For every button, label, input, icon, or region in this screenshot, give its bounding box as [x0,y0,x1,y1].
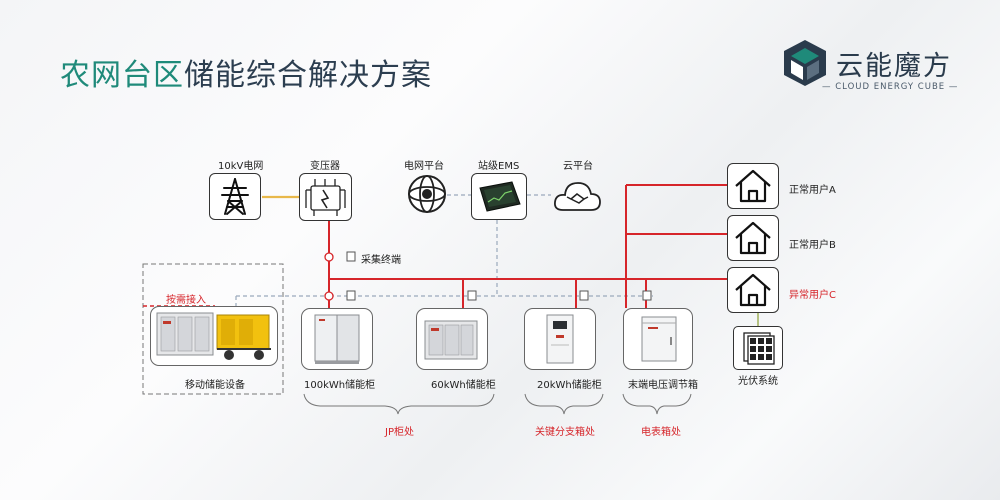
title-part1: 农网台区 [60,58,184,93]
storage-cabinet-icon [424,320,478,360]
voltage-regulator-box [623,308,693,370]
breaker-top [324,252,334,262]
power-lines [328,184,728,308]
label-voltage-box: 末端电压调节箱 [628,380,698,391]
label-storage-100: 100kWh储能柜 [304,380,376,391]
page-title: 农网台区储能综合解决方案 [60,50,432,94]
cube-logo-icon [784,40,826,86]
mobile-storage-zone [142,263,284,395]
ems-screen-icon [479,181,521,212]
storage-cabinet-icon [546,314,574,364]
label-user-a: 正常用户A [789,185,836,196]
transmission-tower-icon [221,178,249,215]
house-icon [735,169,771,203]
label-storage-20: 20kWh储能柜 [537,380,602,391]
logo-sub-text: CLOUD ENERGY CUBE [835,82,946,92]
label-user-b: 正常用户B [789,240,836,251]
grid-10kv-node [209,173,261,220]
solar-panel-icon [743,332,775,365]
user-c-house [727,267,779,313]
label-grid-platform: 电网平台 [404,161,444,172]
label-cloud-platform: 云平台 [563,161,593,172]
label-10kv-grid: 10kV电网 [218,161,264,172]
transformer-node [299,173,352,221]
title-part2: 储能综合解决方案 [184,58,432,93]
user-a-house [727,163,779,209]
label-user-c: 异常用户C [789,290,836,301]
storage-cabinet-icon [314,314,360,364]
logo-brand: 云能魔方 [836,51,952,82]
storage-100-cabinet [301,308,373,370]
group-label-jp: JP柜处 [385,427,414,438]
label-station-ems: 站级EMS [478,161,520,172]
sensor-nodes [346,251,652,301]
storage-60-cabinet [416,308,488,370]
label-transformer: 变压器 [310,161,340,172]
group-brackets [303,393,692,415]
house-icon [735,273,771,307]
logo-subtitle: — CLOUD ENERGY CUBE — [822,82,959,92]
grid-platform-logo [408,175,446,213]
transformer-icon [305,179,346,216]
brand-logo: 云能魔方 — CLOUD ENERGY CUBE — [782,38,972,98]
group-label-meter: 电表箱处 [641,427,681,438]
label-on-demand: 按需接入 [166,295,206,306]
house-icon [735,221,771,255]
voltage-box-icon [641,316,677,362]
label-collector: 采集终端 [361,255,401,266]
group-label-branch: 关键分支箱处 [535,427,595,438]
pv-system-node [733,326,783,370]
storage-20-cabinet [524,308,596,370]
station-ems-node [471,173,527,220]
label-storage-60: 60kWh储能柜 [431,380,496,391]
label-pv: 光伏系统 [738,376,778,387]
mobile-storage-icon [156,312,271,360]
label-mobile-storage: 移动储能设备 [185,380,245,391]
user-b-house [727,215,779,261]
cloud-handshake-icon [554,182,601,211]
mobile-storage-device [150,306,278,366]
breaker-bus [324,291,334,301]
